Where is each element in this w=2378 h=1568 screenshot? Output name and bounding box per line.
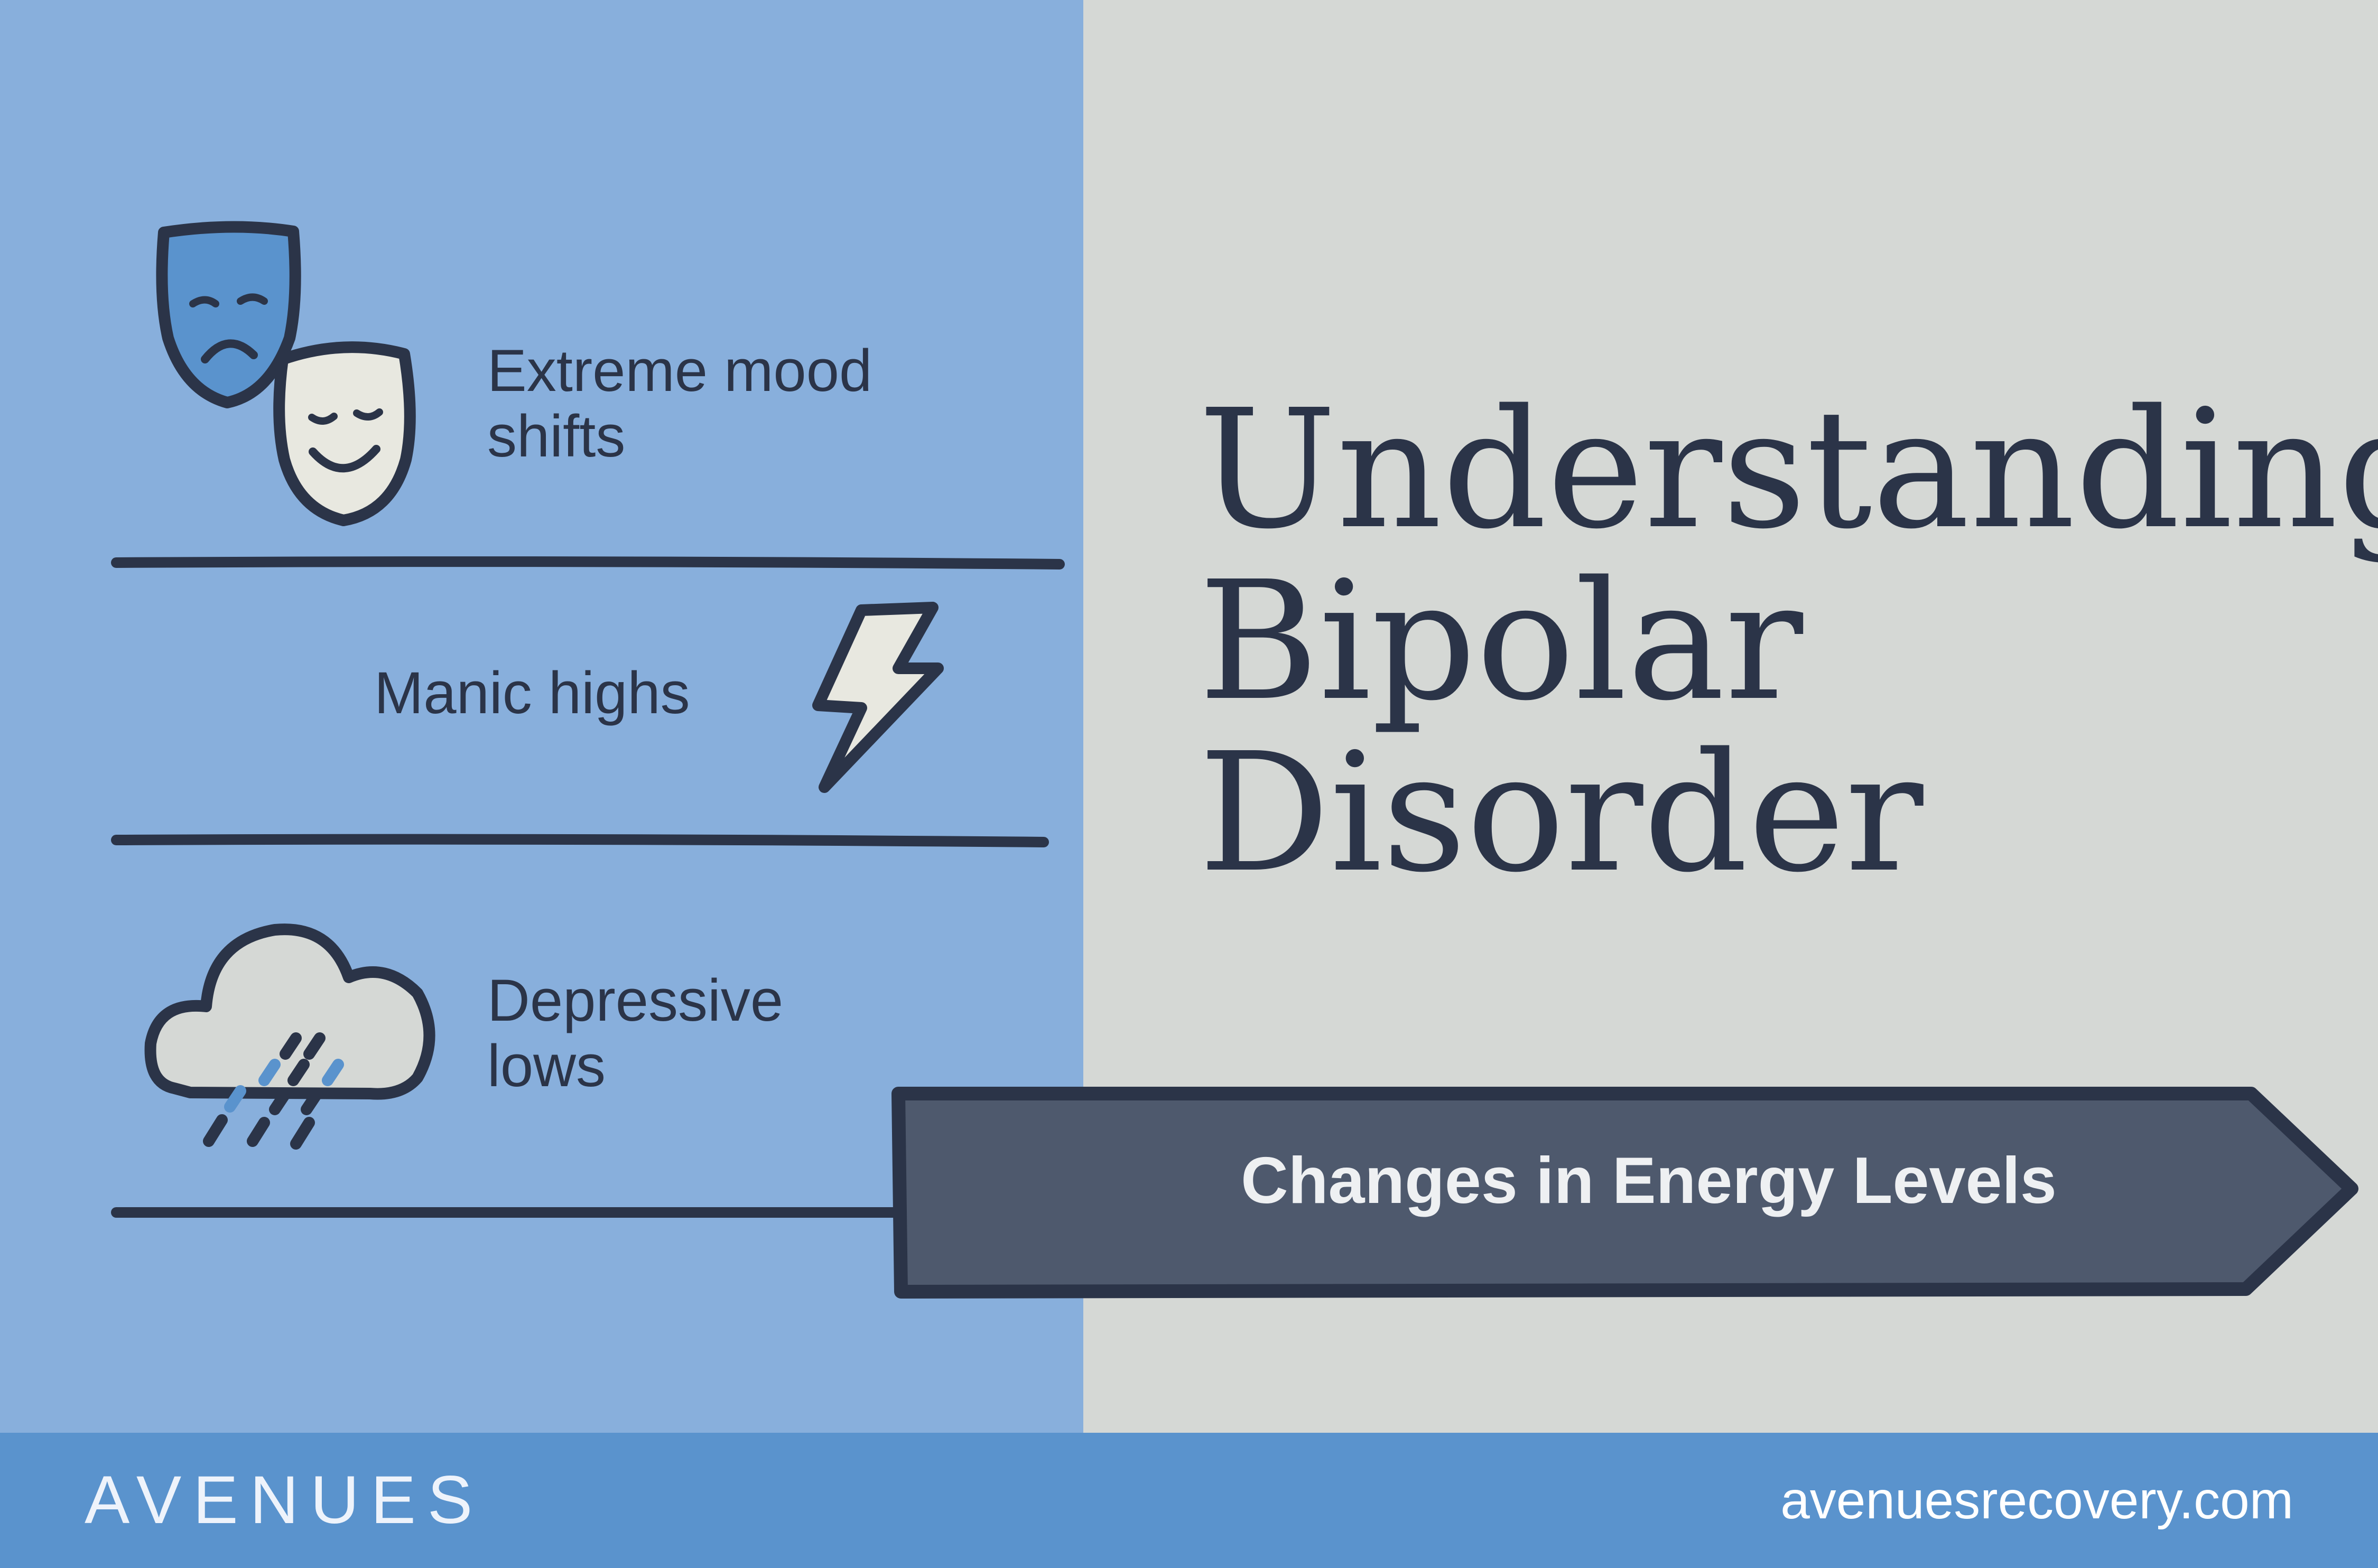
title-line-1: Understanding [1199, 375, 2378, 565]
brand-logo: AVENUES [85, 1462, 485, 1538]
footer [0, 1433, 2378, 1568]
item-label-manic-highs: Manic highs [374, 660, 690, 726]
footer-url[interactable]: avenuesrecovery.com [1780, 1471, 2293, 1530]
item-label-mood-shifts-line2: shifts [487, 403, 626, 469]
item-label-mood-shifts-line1: Extreme mood [487, 338, 872, 404]
divider-line-2 [111, 834, 1049, 847]
item-label-mood-shifts: Extreme mood shifts [487, 338, 872, 469]
item-label-manic-highs-line1: Manic highs [374, 660, 690, 726]
title-line-3: Disorder [1199, 718, 1924, 909]
item-label-depressive-lows-line1: Depressive [487, 967, 784, 1033]
banner-label: Changes in Energy Levels [1241, 1144, 2057, 1217]
divider-line-1 [111, 556, 1065, 570]
item-label-depressive-lows-line2: lows [487, 1033, 606, 1099]
title-line-2: Bipolar [1199, 546, 1804, 737]
item-label-depressive-lows: Depressive lows [487, 968, 783, 1099]
